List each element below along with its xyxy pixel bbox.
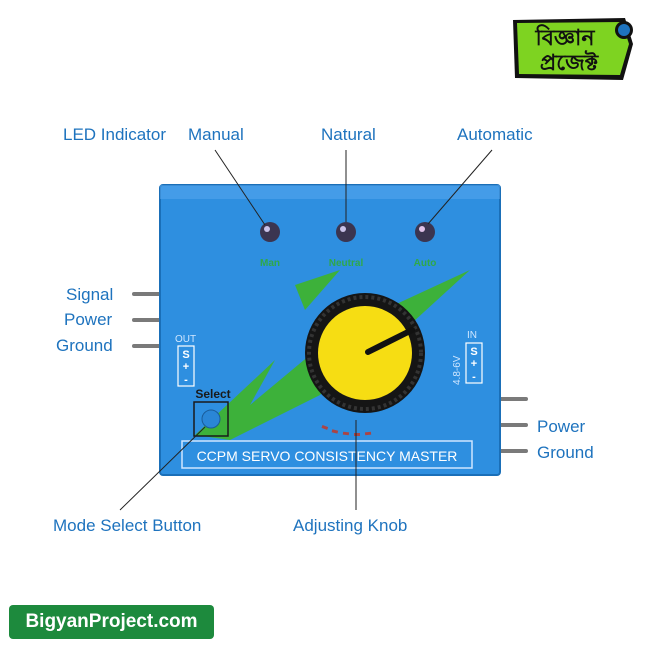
callout-ground-left: Ground xyxy=(56,336,113,355)
pin-power-right xyxy=(498,423,528,427)
leader-mode-select xyxy=(119,426,206,511)
led-label-man: Man xyxy=(260,258,280,269)
in-label: IN xyxy=(467,330,477,341)
led-label-neutral: Neutral xyxy=(329,258,364,269)
out-pin-minus: - xyxy=(184,374,188,386)
callout-power-left: Power xyxy=(64,310,113,329)
pin-ground-left xyxy=(132,344,162,348)
callout-automatic: Automatic xyxy=(457,125,533,144)
knob-pointer xyxy=(365,327,415,355)
callout-signal: Signal xyxy=(66,285,114,304)
led-label-auto: Auto xyxy=(414,258,437,269)
led-manual xyxy=(260,222,280,242)
select-label: Select xyxy=(195,387,230,401)
callout-natural: Natural xyxy=(321,125,376,144)
brand-logo: বিজ্ঞান প্রজেক্ট xyxy=(513,18,633,80)
callout-led-indicator: LED Indicator xyxy=(63,125,166,144)
leader-manual xyxy=(214,149,266,226)
site-badge: BigyanProject.com xyxy=(9,605,214,639)
callout-manual: Manual xyxy=(188,125,244,144)
logo-line2: প্রজেক্ট xyxy=(540,50,599,75)
device-title-box xyxy=(181,440,473,469)
led-automatic xyxy=(415,222,435,242)
voltage-label: 4.8-6V xyxy=(452,355,463,385)
pin-power-left xyxy=(132,318,162,322)
callout-ground-right: Ground xyxy=(537,443,594,462)
pin-ground-right xyxy=(498,449,528,453)
callout-power-right: Power xyxy=(537,417,586,436)
logo-line1: বিজ্ঞান xyxy=(534,24,595,50)
in-pin-minus: - xyxy=(472,371,476,383)
callout-mode-select: Mode Select Button xyxy=(53,516,202,535)
in-pin-plus: + xyxy=(471,358,477,370)
out-pin-plus: + xyxy=(183,361,189,373)
led-natural xyxy=(336,222,356,242)
mode-select-button[interactable] xyxy=(193,401,229,437)
callout-adjusting-knob: Adjusting Knob xyxy=(293,516,408,535)
out-label: OUT xyxy=(175,334,196,345)
device-title: CCPM SERVO CONSISTENCY MASTER xyxy=(197,448,458,464)
out-pin-s: S xyxy=(182,349,189,361)
leader-automatic xyxy=(427,149,493,225)
in-pin-s: S xyxy=(470,346,477,358)
pin-signal-right xyxy=(498,397,528,401)
pin-signal-left xyxy=(132,292,162,296)
